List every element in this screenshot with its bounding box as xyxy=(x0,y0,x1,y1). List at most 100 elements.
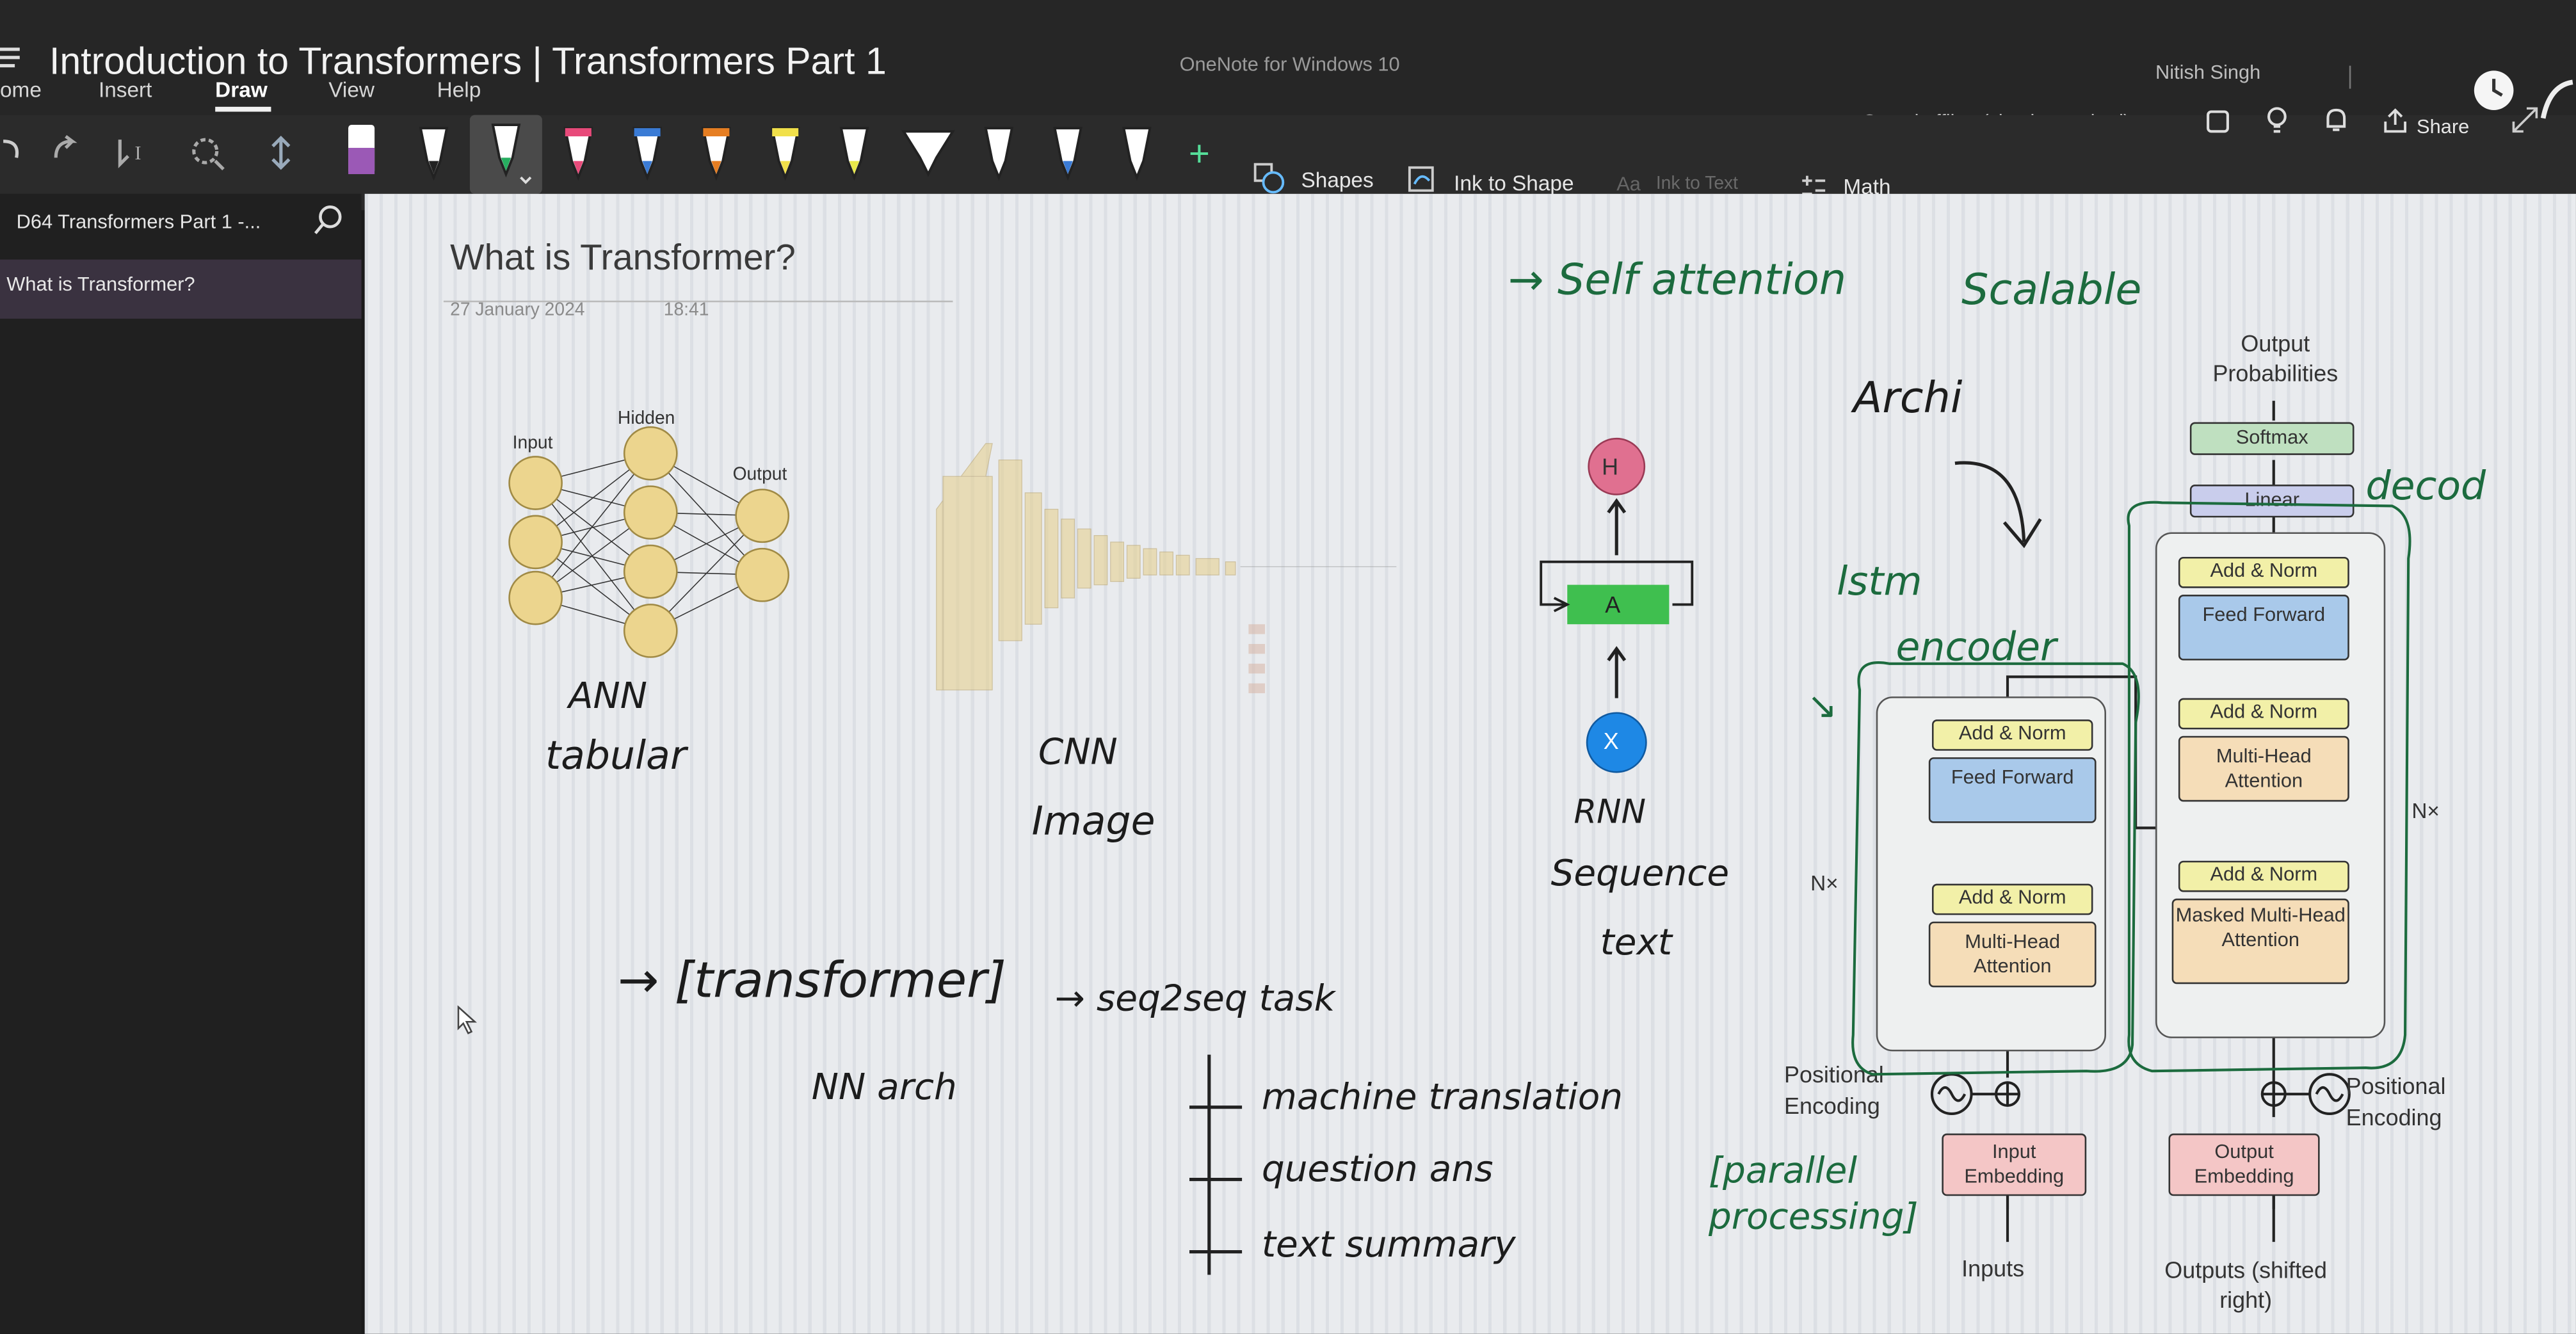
ink-curved-arrow xyxy=(1954,461,2042,549)
ann-output-label: Output xyxy=(732,465,787,485)
highlighter-tool-lightyellow[interactable] xyxy=(825,118,883,188)
decoder-add-norm-2: Add & Norm xyxy=(2178,698,2349,730)
search-icon[interactable] xyxy=(312,204,345,236)
page-title[interactable]: What is Transformer? xyxy=(450,236,796,278)
ink-check-mark: ↘ xyxy=(1807,686,1838,728)
ink-cnn: CNN xyxy=(1038,732,1118,774)
tab-view[interactable]: View xyxy=(328,77,374,102)
ink-scalable: Scalable xyxy=(1961,266,2142,316)
share-button[interactable]: Share xyxy=(2417,115,2470,138)
tab-home[interactable]: ome xyxy=(0,77,42,102)
encoder-nx-label: N× xyxy=(1810,871,1839,896)
ann-input-label: Input xyxy=(512,433,553,454)
pen-tool-pink[interactable] xyxy=(549,118,608,188)
shapes-icon[interactable] xyxy=(1252,161,1288,197)
rnn-cell-label: A xyxy=(1605,591,1621,618)
ink-machine-translation: machine translation xyxy=(1261,1077,1623,1119)
pen-tool-purple[interactable] xyxy=(332,118,390,188)
ink-to-shape-icon[interactable] xyxy=(1406,165,1439,197)
highlighter-icon xyxy=(901,130,955,177)
ann-network-image xyxy=(508,426,790,658)
ink-archi: Archi xyxy=(1853,374,1963,424)
rnn-input-node: X xyxy=(1603,727,1619,754)
pen-icon xyxy=(419,127,449,181)
pen-icon xyxy=(702,127,731,181)
rnn-output-node: H xyxy=(1602,453,1619,480)
section-title[interactable]: D64 Transformers Part 1 -... xyxy=(16,210,261,234)
highlighter-icon xyxy=(348,125,375,175)
highlighter-icon xyxy=(770,127,800,181)
undo-icon[interactable] xyxy=(0,134,23,167)
ink-image: Image xyxy=(1031,798,1155,845)
pen-icon xyxy=(984,127,1014,181)
tab-help[interactable]: Help xyxy=(437,77,481,102)
ink-rnn: RNN xyxy=(1574,791,1646,832)
ink-text: text xyxy=(1600,923,1673,965)
ink-to-text-icon[interactable]: Aa xyxy=(1613,168,1646,200)
page-list-panel xyxy=(0,193,362,1334)
pen-tool-white[interactable] xyxy=(969,118,1028,188)
pen-tool-blue-2[interactable] xyxy=(1038,118,1097,188)
add-space-icon[interactable] xyxy=(263,134,299,170)
input-embedding-box: Input Embedding xyxy=(1942,1133,2087,1196)
pen-tool-green-selected[interactable] xyxy=(469,115,542,194)
sidebar-page-item[interactable]: What is Transformer? xyxy=(0,259,362,319)
encoder-block xyxy=(1876,696,2106,1052)
page-time: 18:41 xyxy=(663,300,709,321)
output-probabilities-label: Output Probabilities xyxy=(2212,330,2339,387)
user-name[interactable]: Nitish Singh xyxy=(2155,60,2261,84)
type-select-icon[interactable]: I xyxy=(115,134,158,170)
add-pen-icon[interactable]: + xyxy=(1188,133,1210,175)
ink-list-bracket xyxy=(1189,1054,1243,1275)
fullscreen-icon[interactable] xyxy=(2510,105,2540,134)
ink-question-ans: question ans xyxy=(1261,1150,1493,1191)
window-title: Introduction to Transformers | Transform… xyxy=(49,39,887,83)
pen-tool-orange[interactable] xyxy=(687,118,746,188)
redo-icon[interactable] xyxy=(49,134,82,167)
page-date: 27 January 2024 xyxy=(450,300,585,321)
pen-tool-blue[interactable] xyxy=(618,118,677,188)
output-embedding-box: Output Embedding xyxy=(2168,1133,2320,1196)
active-tab-indicator xyxy=(215,106,271,112)
title-separator xyxy=(2349,65,2351,89)
highlighter-tool-wide[interactable] xyxy=(894,118,963,188)
svg-text:I: I xyxy=(134,142,141,164)
pen-cursor-icon xyxy=(2540,79,2573,119)
ink-text-summary: text summary xyxy=(1261,1225,1516,1267)
ink-transformer: → [transformer] xyxy=(617,952,1006,1011)
ink-to-text-button[interactable]: Ink to Text xyxy=(1655,174,1738,194)
encoder-multi-head-attention: Multi-Head Attention xyxy=(1928,921,2097,988)
ink-seq2seq: → seq2seq task xyxy=(1054,979,1335,1020)
encoder-feed-forward: Feed Forward xyxy=(1928,757,2097,823)
share-icon[interactable] xyxy=(2382,108,2411,134)
decoder-feed-forward: Feed Forward xyxy=(2178,595,2349,661)
shapes-button[interactable]: Shapes xyxy=(1301,167,1374,193)
decoder-add-norm-3: Add & Norm xyxy=(2178,556,2349,588)
encoder-add-norm-2: Add & Norm xyxy=(1931,719,2093,751)
pen-tool-white-2[interactable] xyxy=(1107,118,1166,188)
decoder-nx-label: N× xyxy=(2411,798,2440,823)
bell-icon[interactable] xyxy=(2323,105,2349,134)
mouse-cursor-icon xyxy=(457,1005,478,1034)
decoder-positional-encoding-label: Positional Encoding xyxy=(2346,1072,2446,1130)
highlighter-icon xyxy=(839,127,869,181)
pen-icon xyxy=(491,124,532,184)
sync-notebook-icon[interactable] xyxy=(2205,108,2231,134)
ink-sequence: Sequence xyxy=(1550,854,1730,896)
hamburger-icon[interactable] xyxy=(0,43,33,76)
lasso-select-icon[interactable] xyxy=(189,134,229,171)
ink-to-shape-button[interactable]: Ink to Shape xyxy=(1454,170,1574,196)
outputs-label: Outputs (shifted right) xyxy=(2164,1257,2327,1313)
decoder-add-norm-1: Add & Norm xyxy=(2178,860,2349,892)
clock-icon xyxy=(2474,70,2514,110)
tab-draw[interactable]: Draw xyxy=(215,77,268,102)
tab-insert[interactable]: Insert xyxy=(98,77,152,102)
highlighter-tool-yellow[interactable] xyxy=(755,118,814,188)
encoder-add-norm-1: Add & Norm xyxy=(1931,883,2093,915)
decoder-multi-head-attention: Multi-Head Attention xyxy=(2178,735,2349,802)
lightbulb-icon[interactable] xyxy=(2264,105,2290,134)
cnn-architecture-image xyxy=(936,443,1397,693)
pen-tool-black[interactable] xyxy=(404,118,463,188)
ink-self-attention: → Self attention xyxy=(1508,256,1846,306)
